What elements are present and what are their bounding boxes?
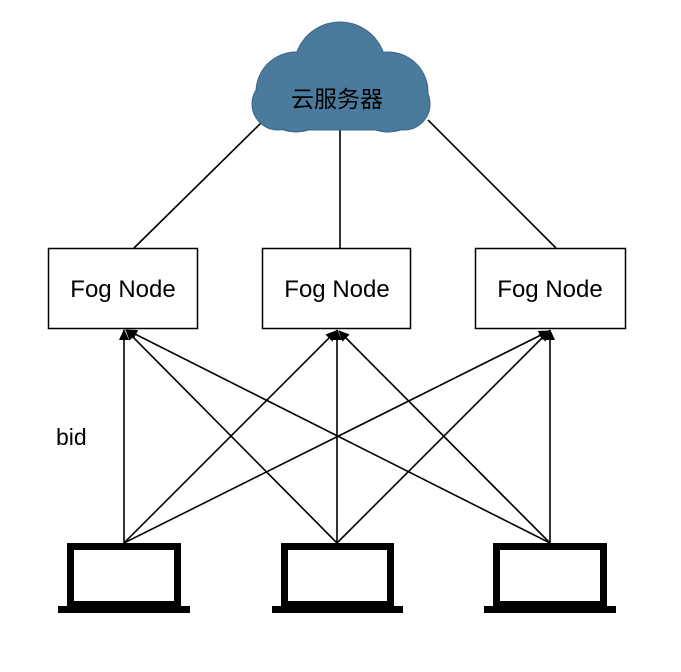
bid-arrow-d2-f1 <box>125 329 338 544</box>
laptop-icon <box>272 543 403 613</box>
cloud-label: 云服务器 <box>291 87 383 113</box>
fog-node-box <box>474 247 627 330</box>
fog-node-label: Fog Node <box>70 276 175 303</box>
fog-node-label: Fog Node <box>284 276 389 303</box>
fog-node-box <box>261 247 412 330</box>
device-laptop-middle <box>272 543 403 613</box>
laptop-icon <box>58 543 190 613</box>
bid-arrow-d1-f2 <box>123 330 337 544</box>
fog-node-box <box>47 247 199 330</box>
device-laptop-left <box>58 543 190 613</box>
bid-arrow-d2-f3 <box>336 330 550 544</box>
cloud-link-left <box>133 119 265 249</box>
fog-node-right: Fog Node <box>474 247 627 330</box>
bid-arrow-d3-f2 <box>338 330 551 544</box>
cloud-server: 云服务器 <box>251 21 431 133</box>
bid-label: bid <box>56 424 87 450</box>
fog-node-middle: Fog Node <box>261 247 412 330</box>
device-laptop-right <box>484 543 616 613</box>
bid-arrows <box>119 329 555 544</box>
fog-node-label: Fog Node <box>497 276 602 303</box>
fog-node-left: Fog Node <box>47 247 199 330</box>
cloud-link-right <box>427 119 557 249</box>
bid-arrow-d3-f1 <box>126 329 551 544</box>
cloud-links <box>133 119 557 249</box>
laptop-icon <box>484 543 616 613</box>
